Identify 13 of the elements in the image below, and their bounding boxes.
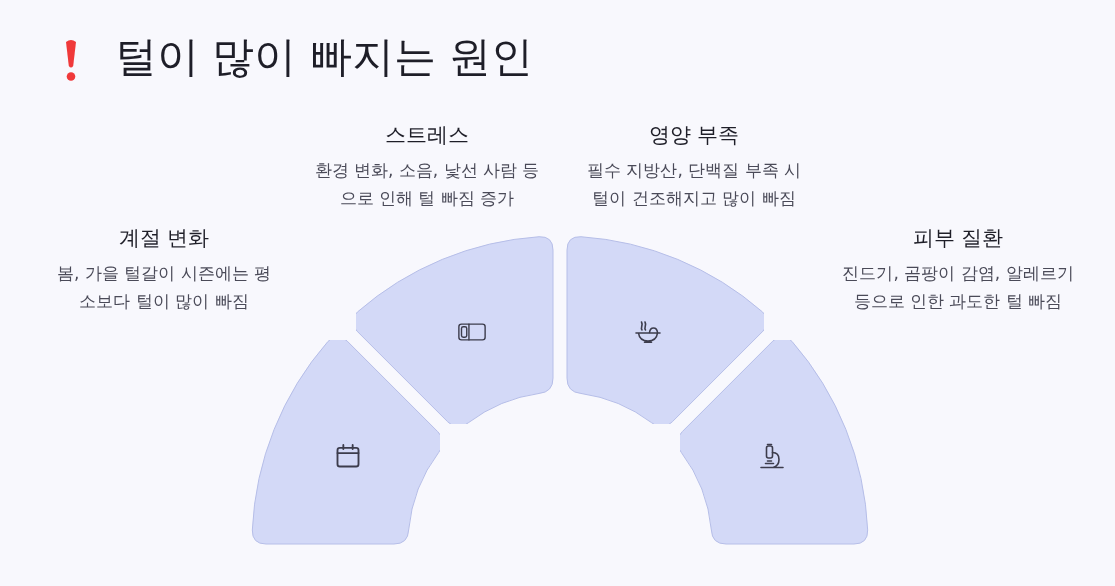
cause-heading: 피부 질환	[911, 225, 1005, 252]
arc-segment	[680, 340, 869, 545]
cause-description: 진드기, 곰팡이 감염, 알레르기 등으로 인한 과도한 털 빠짐	[841, 262, 1075, 313]
cause-description: 환경 변화, 소음, 낯선 사람 등으로 인해 털 빠짐 증가	[313, 159, 541, 210]
cause-description: 필수 지방산, 단백질 부족 시 털이 건조해지고 많이 빠짐	[586, 159, 802, 210]
arc-segment	[356, 235, 554, 424]
arc-segment	[251, 340, 440, 545]
arc-segment	[566, 235, 764, 424]
cause-heading: 영양 부족	[647, 122, 741, 149]
title: 털이 많이 빠지는 원인	[115, 31, 534, 83]
cause-description: 봄, 가을 털갈이 시즌에는 평소보다 털이 많이 빠짐	[56, 262, 272, 313]
cause-heading: 스트레스	[384, 122, 470, 149]
cause-heading: 계절 변화	[117, 225, 211, 252]
